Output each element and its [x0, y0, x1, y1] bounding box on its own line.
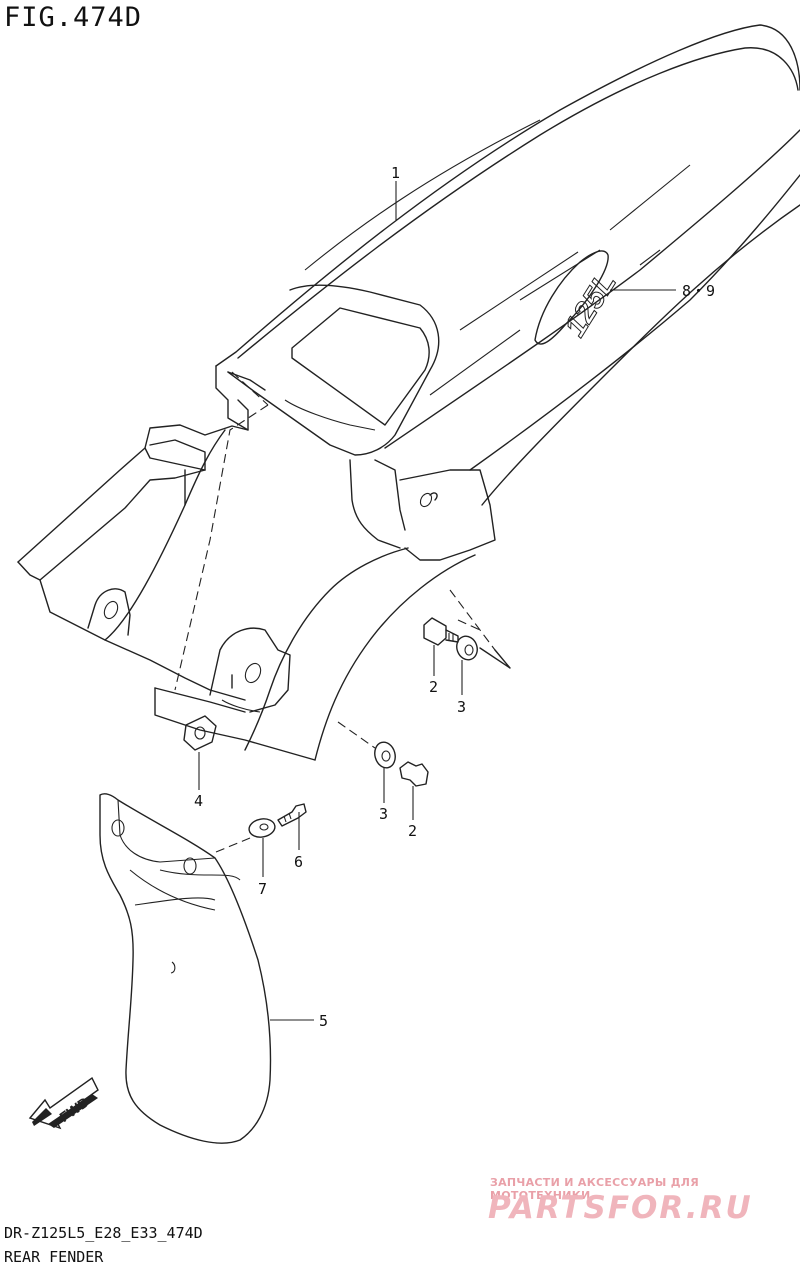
decal-text: 125L: [559, 267, 623, 342]
callout-6: 6: [294, 853, 303, 871]
washer-part-7: [248, 818, 276, 838]
figure-title: FIG.474D: [4, 2, 143, 33]
leader-lines: [198, 181, 676, 1021]
nut-part-3-upper: [456, 635, 478, 661]
callout-8-9: 8・9: [682, 282, 715, 300]
callout-7: 7: [258, 880, 267, 898]
callout-2-upper: 2: [429, 678, 438, 696]
callout-1: 1: [391, 164, 400, 182]
callout-4: 4: [194, 792, 203, 810]
bolt-part-2-lower: [399, 761, 429, 787]
fwd-arrow-icon: FWD: [28, 1076, 99, 1130]
watermark-subtitle: ЗАПЧАСТИ И АКСЕССУАРЫ ДЛЯ МОТОТЕХНИКИ: [490, 1176, 700, 1202]
watermark-brand: PARTSFOR.RU: [488, 1190, 753, 1226]
decal-125l: 125L: [534, 250, 623, 345]
part-name: REAR FENDER: [4, 1248, 104, 1266]
model-code: DR-Z125L5_E28_E33_474D: [4, 1224, 203, 1242]
callout-5: 5: [319, 1012, 328, 1030]
bolt-part-2-upper: [423, 617, 459, 646]
grommet-part-4: [183, 715, 217, 751]
callout-3-upper: 3: [457, 698, 466, 716]
callout-2-lower: 2: [408, 822, 417, 840]
mud-flap-part-5: [99, 793, 272, 1144]
nut-part-3-lower: [374, 741, 396, 769]
callout-3-lower: 3: [379, 805, 388, 823]
rear-fender-part-1: [17, 24, 800, 853]
screw-part-6: [277, 803, 307, 827]
